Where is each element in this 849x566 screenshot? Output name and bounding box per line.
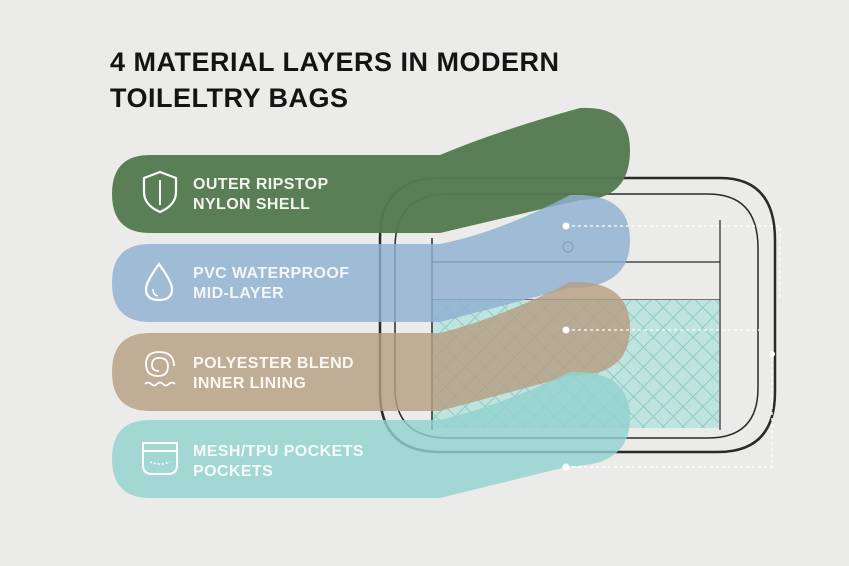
title-line-1: 4 MATERIAL LAYERS IN MODERN [110,47,560,77]
layer-label-line: POLYESTER BLEND [193,355,354,372]
page-title: 4 MATERIAL LAYERS IN MODERN TOILELTRY BA… [110,44,670,116]
layer-label-line: POCKETS [193,463,274,480]
layer-band-inner-lining [112,281,630,411]
leader-lines [566,225,781,468]
shield-icon [142,170,178,214]
layer-band-outer-shell [112,107,630,233]
leader-dot [769,351,775,357]
layer-band-mid-layer [112,194,630,322]
water-drop-icon [144,262,174,302]
layer-band-pockets [112,371,630,498]
layer-label-line: INNER LINING [193,375,307,392]
layer-label-line: NYLON SHELL [193,196,311,213]
layer-label-outer-shell: OUTER RIPSTOP NYLON SHELL [193,175,423,215]
title-line-2: TOILELTRY BAGS [110,83,349,113]
leader-dot [562,222,570,230]
layer-label-inner-lining: POLYESTER BLEND INNER LINING [193,354,423,394]
fabric-swirl-icon [144,351,176,387]
layer-label-pockets: MESH/TPU POCKETS POCKETS [193,442,423,482]
layer-label-mid-layer: PVC WATERPROOF MID-LAYER [193,264,423,304]
leader-dot [562,326,570,334]
layer-label-line: OUTER RIPSTOP [193,176,329,193]
layer-label-line: PVC WATERPROOF [193,265,350,282]
pocket-icon [142,442,178,475]
layer-label-line: MESH/TPU POCKETS [193,443,364,460]
layer-label-line: MID-LAYER [193,285,285,302]
leader-dot [562,463,570,471]
